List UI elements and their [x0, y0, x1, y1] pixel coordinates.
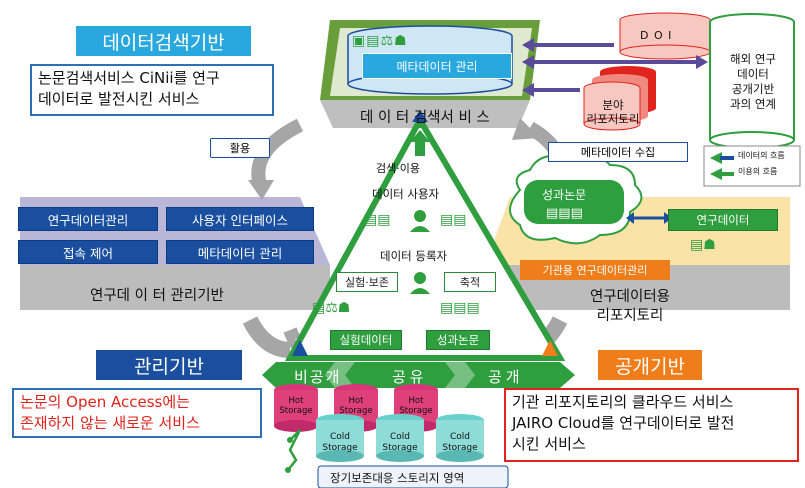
- left-item-user-interface: 사용자 인터페이스: [166, 207, 314, 231]
- doi-label: D O I: [640, 29, 673, 42]
- cloud-paper-label: 성과논문: [542, 188, 587, 202]
- left-platform-side: [20, 265, 330, 310]
- top-icons: ▣▤⚖☗: [352, 33, 408, 49]
- left-item-meta-manage: 메타데이터 관리: [166, 240, 314, 264]
- inst-data-manage-box: 기관용 연구데이터관리: [520, 260, 670, 280]
- experiment-icons: ▤⚖☗: [312, 300, 351, 316]
- experiment-data-box: 실험데이터: [330, 330, 402, 350]
- top-platform-side: [320, 100, 530, 128]
- hot-storage-3: Hot Storage: [399, 396, 433, 416]
- meta-manage-box: 메타데이터 관리: [362, 53, 512, 79]
- band-public: 공개: [488, 368, 524, 386]
- search-use-label: 검색·이용: [376, 162, 420, 175]
- left-item-research-data-manage: 연구데이터관리: [18, 207, 158, 231]
- usage-tag: 활용: [210, 138, 270, 158]
- legend-data-flow: 데이터의 흐름: [738, 151, 785, 160]
- public-platform-header: 공개기반: [598, 350, 702, 380]
- cold-storage-1: Cold Storage: [322, 432, 358, 453]
- accumulate-box: 축적: [444, 272, 496, 292]
- data-user-label: 데이터 사용자: [372, 187, 440, 201]
- result-paper-box: 성과논문: [426, 330, 490, 350]
- manage-platform-description: 논문의 Open Access에는 존재하지 않는 새로운 서비스: [12, 388, 262, 438]
- left-item-access-control: 접속 제어: [18, 240, 158, 264]
- paper-icons: ▤▤▤: [440, 300, 480, 316]
- access-band: [262, 362, 575, 388]
- band-shared: 공유: [392, 368, 428, 386]
- right-platform-label: 연구데이터용 리포지토리: [589, 289, 671, 324]
- hot-storage-group: [274, 384, 438, 432]
- search-platform-header: 데이터검색기반: [76, 26, 251, 56]
- research-data-box: 연구데이터: [668, 209, 778, 231]
- overseas-link-label: 해외 연구 데이터 공개기반 과의 연계: [730, 52, 776, 111]
- left-platform-label: 연구데 이 터 관리기반: [90, 288, 224, 304]
- pyramid-outline: [284, 113, 566, 361]
- hot-storage-2: Hot Storage: [339, 396, 373, 416]
- cold-storage-3: Cold Storage: [442, 432, 478, 453]
- meta-collect-tag: 메타데이터 수집: [548, 142, 688, 162]
- research-data-icons: ▤☗: [690, 237, 716, 253]
- hot-storage-1: Hot Storage: [279, 396, 313, 416]
- field-repo-label: 분야 리포지토리: [586, 98, 640, 126]
- search-platform-description: 논문검색서비스 CiNii를 연구 데이터로 발전시킨 서비스: [30, 64, 274, 116]
- manage-platform-header: 관리기반: [96, 350, 242, 380]
- experiment-keep-box: 실험·보존: [336, 272, 398, 292]
- cold-storage-2: Cold Storage: [382, 432, 418, 453]
- band-private: 비공개: [294, 368, 342, 386]
- left-user-icons: ▤▤: [364, 212, 391, 228]
- storage-caption: 장기보존대응 스토리지 영역: [330, 471, 465, 485]
- search-service-label: 데 이 터 검색서 비 스: [360, 110, 490, 126]
- public-platform-description: 기관 리포지토리의 클라우드 서비스 JAIRO Cloud를 연구데이터로 발…: [504, 388, 799, 462]
- right-user-icons: ▤▤: [440, 212, 467, 228]
- cold-storage-group: [316, 414, 484, 462]
- legend-usage-flow: 이용의 흐름: [738, 167, 778, 176]
- data-register-label: 데이터 등록자: [380, 249, 448, 263]
- cloud-icons: ▤▤▤: [546, 206, 583, 221]
